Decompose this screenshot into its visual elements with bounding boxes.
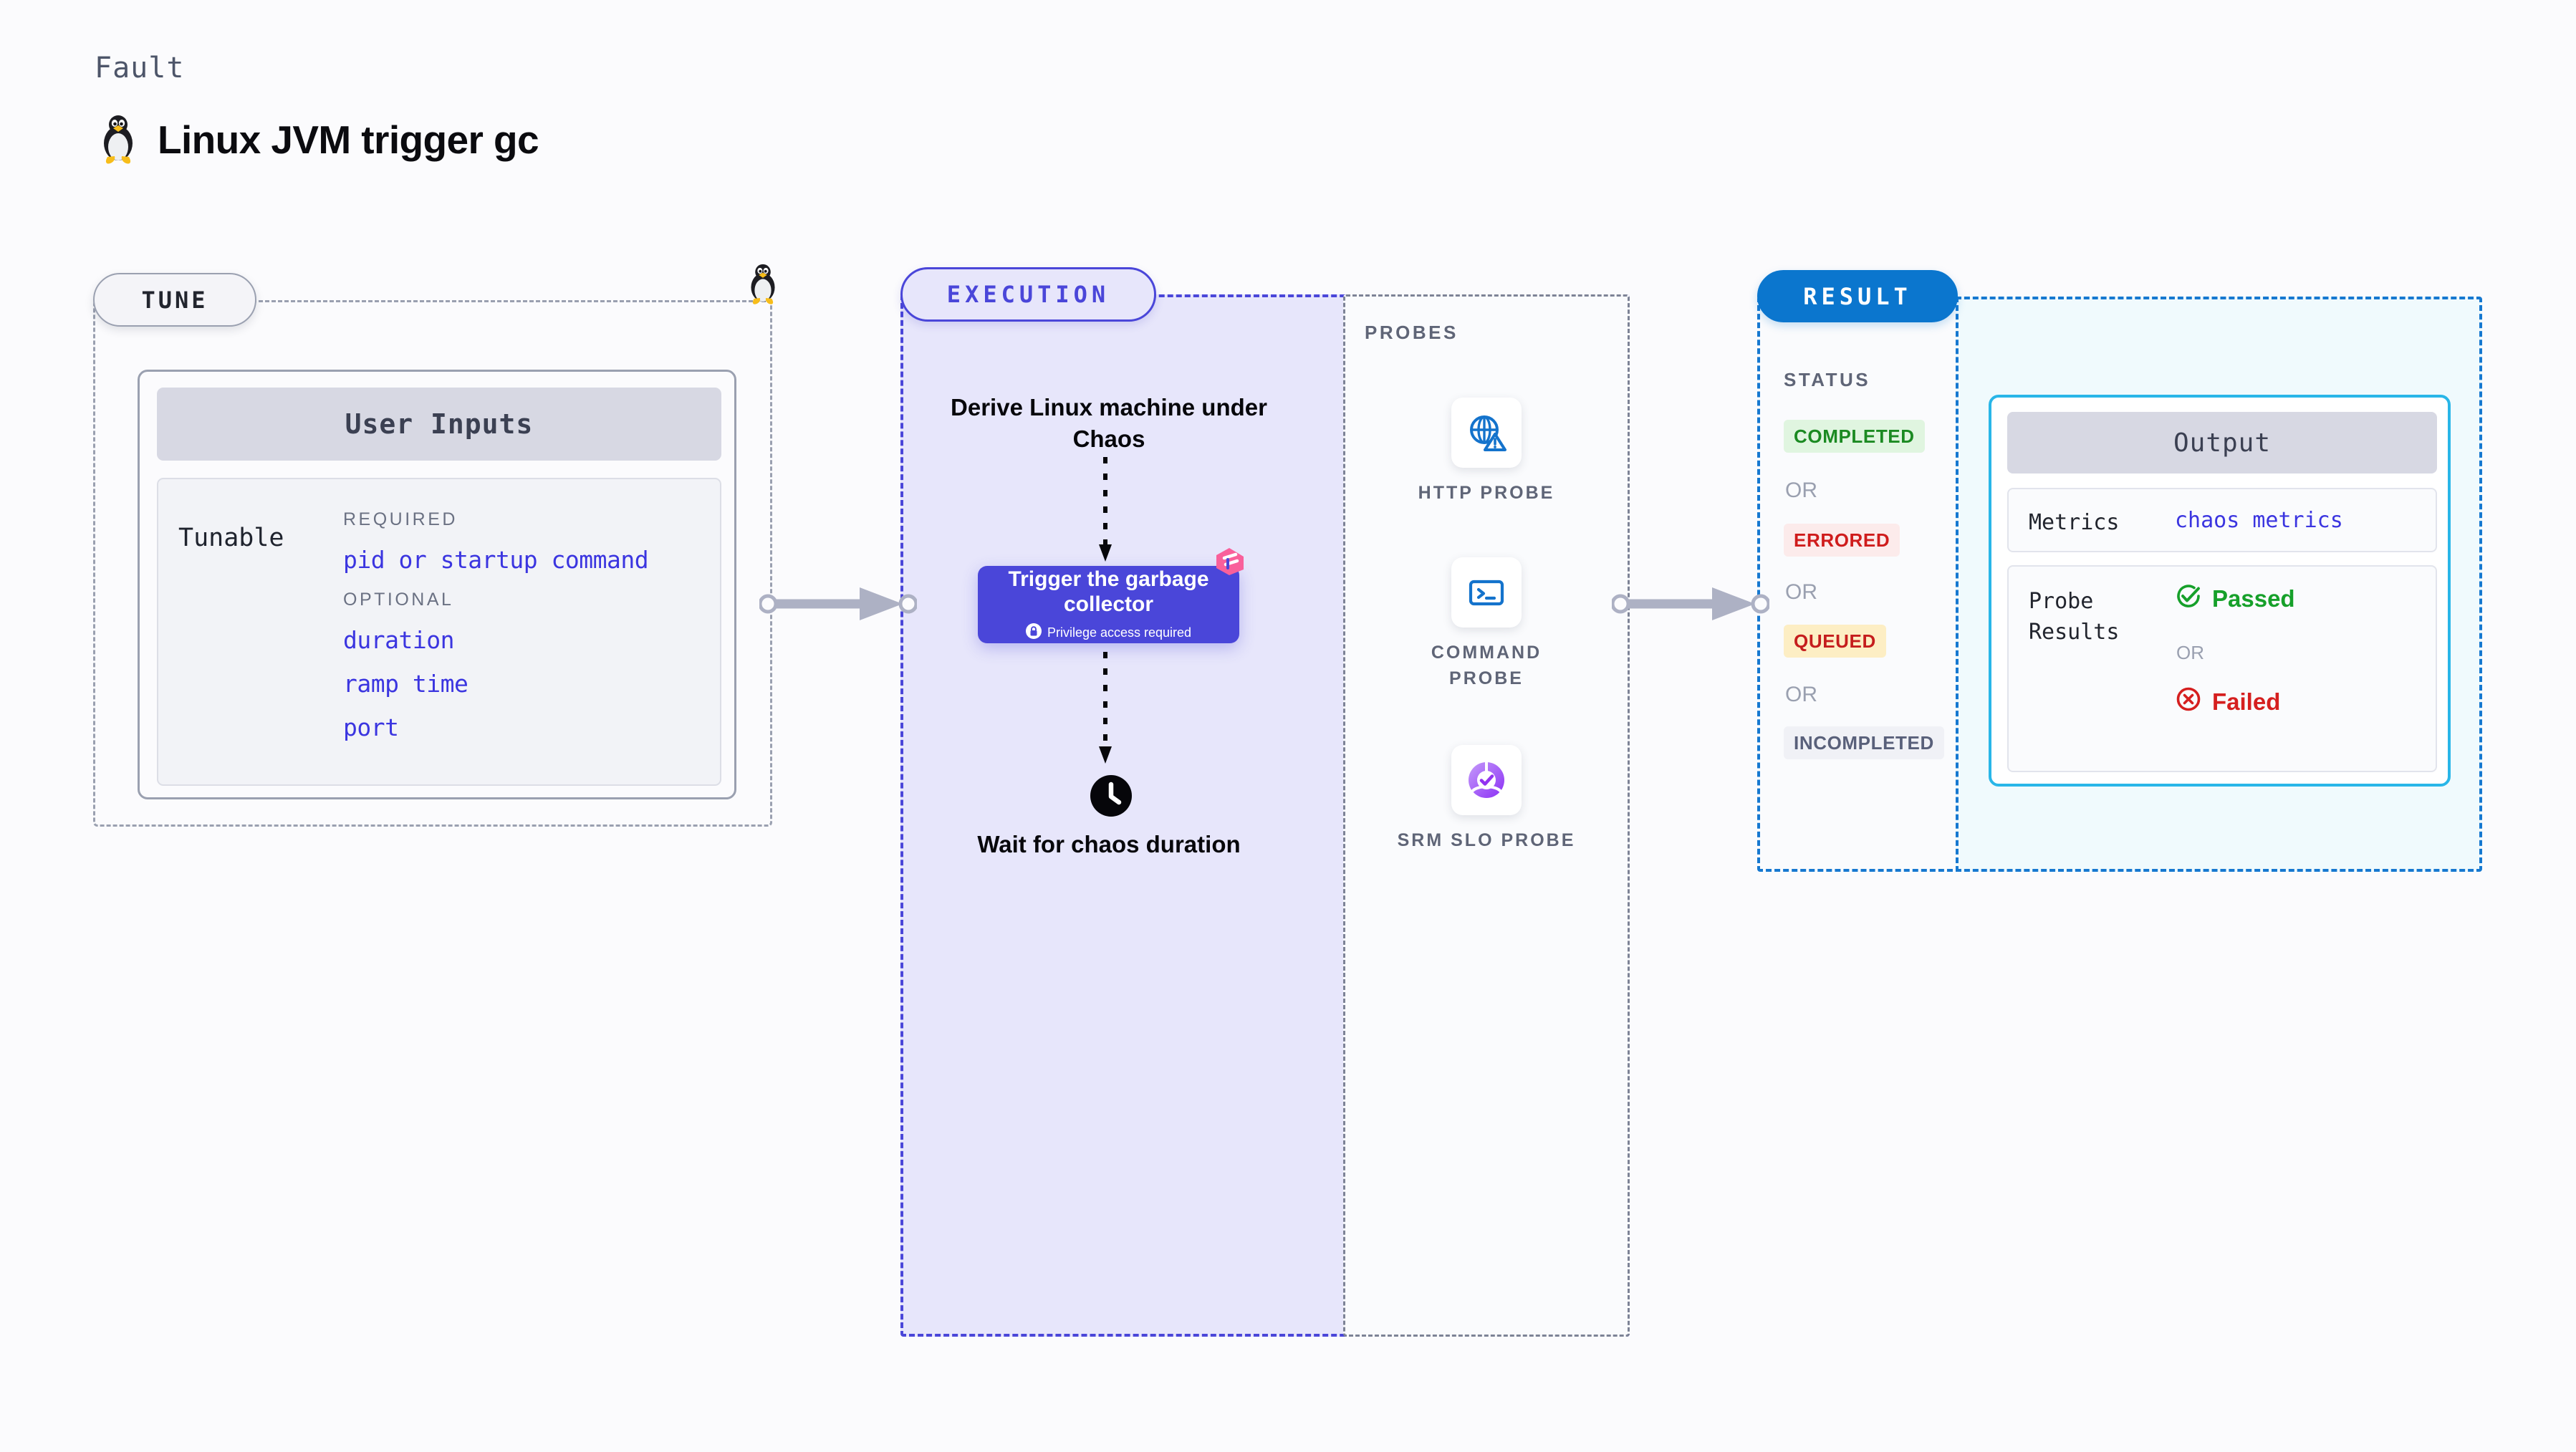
terminal-icon (1451, 557, 1522, 628)
output-probe-results-row: Probe Results Passed OR (2007, 565, 2437, 772)
status-section-label: STATUS (1784, 369, 1871, 390)
lock-icon (1025, 623, 1042, 643)
connector-tune-to-execution (759, 587, 917, 620)
status-badge-errored: ERRORED (1784, 524, 1900, 557)
tunable-inputs-list: REQUIRED pid or startup command OPTIONAL… (343, 509, 649, 757)
output-metrics-row: Metrics chaos metrics (2007, 488, 2437, 552)
result-section-pill[interactable]: RESULT (1757, 270, 1958, 322)
probe-result-failed: Failed (2175, 686, 2280, 718)
status-or-1: OR (1785, 479, 1817, 502)
output-metrics-value[interactable]: chaos metrics (2175, 508, 2343, 533)
status-badge-completed: COMPLETED (1784, 420, 1925, 453)
probe-srm-slo[interactable]: SRM SLO PROBE (1393, 745, 1580, 854)
chaos-action-title: Trigger the garbage collector (1008, 567, 1209, 616)
clock-icon (1089, 774, 1133, 822)
page-title-row: Linux JVM trigger gc (97, 115, 539, 165)
required-label: REQUIRED (343, 509, 458, 529)
result-panel (1757, 297, 1961, 872)
chaos-action-card[interactable]: Trigger the garbage collector Privilege … (978, 566, 1239, 643)
privilege-note-text: Privilege access required (1047, 625, 1192, 640)
page-kicker: Fault (95, 52, 185, 85)
probe-command[interactable]: COMMAND PROBE (1393, 557, 1580, 691)
output-card-title: Output (2007, 412, 2437, 473)
connector-execution-to-result (1612, 587, 1769, 620)
step-derive-linux-machine: Derive Linux machine under Chaos (951, 394, 1267, 452)
probes-section-label: PROBES (1365, 322, 1458, 343)
tune-panel (93, 300, 772, 827)
step-wait-for-chaos-duration: Wait for chaos duration (977, 831, 1241, 857)
probe-command-label: COMMAND PROBE (1431, 643, 1542, 688)
slo-donut-check-icon (1451, 745, 1522, 815)
x-circle-icon (2175, 686, 2202, 718)
probes-panel (1343, 294, 1630, 1337)
output-metrics-key: Metrics (2029, 510, 2120, 535)
status-or-3: OR (1785, 683, 1817, 706)
privilege-note: Privilege access required (1025, 623, 1192, 643)
probe-result-passed-label: Passed (2212, 585, 2295, 612)
probe-result-or: OR (2176, 642, 2204, 663)
check-circle-icon (2175, 582, 2202, 615)
output-card: Output Metrics chaos metrics Probe Resul… (1989, 395, 2451, 787)
input-ramp-time[interactable]: ramp time (343, 670, 468, 698)
globe-warning-icon (1451, 398, 1522, 468)
probe-result-passed: Passed (2175, 582, 2295, 615)
probe-srm-slo-label: SRM SLO PROBE (1397, 830, 1576, 850)
litmus-chaos-badge-icon (1213, 547, 1245, 580)
probe-result-failed-label: Failed (2212, 688, 2281, 715)
user-inputs-body: Tunable REQUIRED pid or startup command … (157, 478, 721, 786)
page-title: Linux JVM trigger gc (158, 117, 539, 162)
user-inputs-title: User Inputs (157, 388, 721, 461)
status-or-2: OR (1785, 580, 1817, 604)
input-duration[interactable]: duration (343, 626, 454, 654)
input-pid-or-startup-command[interactable]: pid or startup command (343, 546, 649, 574)
probe-http-label: HTTP PROBE (1418, 483, 1555, 503)
output-probe-key: Probe Results (2029, 589, 2120, 645)
input-port[interactable]: port (343, 713, 399, 741)
user-inputs-card: User Inputs Tunable REQUIRED pid or star… (138, 370, 736, 799)
tux-penguin-icon (97, 115, 139, 165)
probe-http[interactable]: HTTP PROBE (1393, 398, 1580, 506)
status-badge-incompleted: INCOMPLETED (1784, 726, 1944, 759)
tunable-label: Tunable (178, 524, 284, 552)
tux-penguin-icon (746, 264, 780, 309)
arrow-derive-to-chaos (1099, 457, 1112, 562)
optional-label: OPTIONAL (343, 590, 454, 610)
arrow-chaos-to-wait (1099, 652, 1112, 764)
tune-section-pill[interactable]: TUNE (93, 273, 256, 327)
status-badge-queued: QUEUED (1784, 625, 1886, 658)
execution-section-pill[interactable]: EXECUTION (900, 267, 1156, 322)
